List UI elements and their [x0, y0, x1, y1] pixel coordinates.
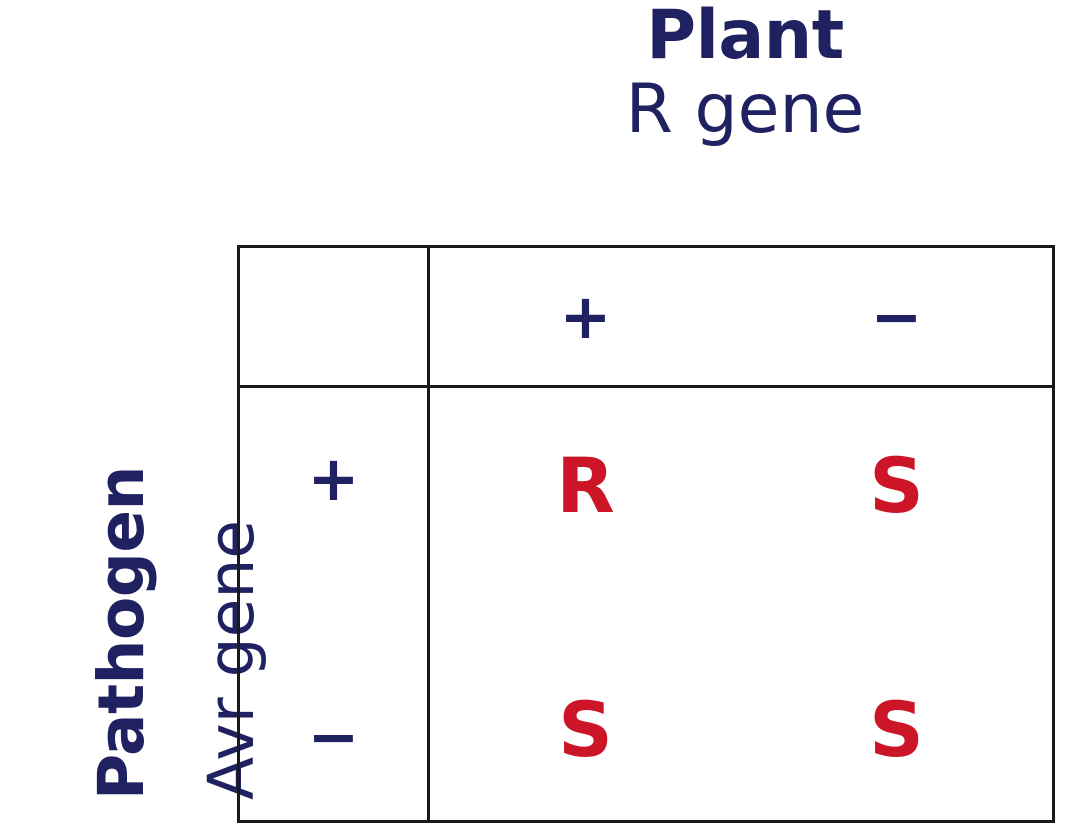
matrix-cell-minus-plus: S [430, 604, 741, 820]
matrix-header-row: + − [240, 248, 1052, 388]
outcome-susceptible: S [869, 685, 924, 774]
column-header-cell-1: − [741, 248, 1052, 385]
matrix-cell-minus-minus: S [741, 604, 1052, 820]
outcome-resistant: R [556, 441, 615, 530]
interaction-matrix-table: + − + R S − [237, 245, 1055, 823]
outcome-susceptible: S [869, 441, 924, 530]
column-heading: Plant R gene [430, 2, 1060, 144]
matrix-row-plus: + R S [240, 388, 1052, 604]
matrix-corner-cell [240, 248, 430, 385]
row-header-plus: + [307, 442, 360, 515]
matrix-cell-plus-minus: S [741, 388, 1052, 604]
column-header-plus: + [559, 279, 612, 353]
matrix-column-headers: + − [430, 248, 1052, 385]
row-header-cell-plus: + [240, 388, 430, 604]
row-header-cell-minus: − [240, 604, 430, 820]
column-header-minus: − [870, 279, 923, 353]
column-heading-line-2: R gene [625, 70, 865, 149]
matrix-row-minus: − S S [240, 604, 1052, 820]
row-heading-line-1: Pathogen [85, 466, 158, 800]
column-header-cell-0: + [430, 248, 741, 385]
matrix-row-plus-cells: R S [430, 388, 1052, 604]
outcome-susceptible: S [558, 685, 613, 774]
row-heading: Pathogen Avr gene [0, 400, 268, 820]
matrix-cell-plus-plus: R [430, 388, 741, 604]
row-header-minus: − [307, 700, 360, 773]
column-heading-line-1: Plant [646, 0, 844, 75]
matrix-row-minus-cells: S S [430, 604, 1052, 820]
